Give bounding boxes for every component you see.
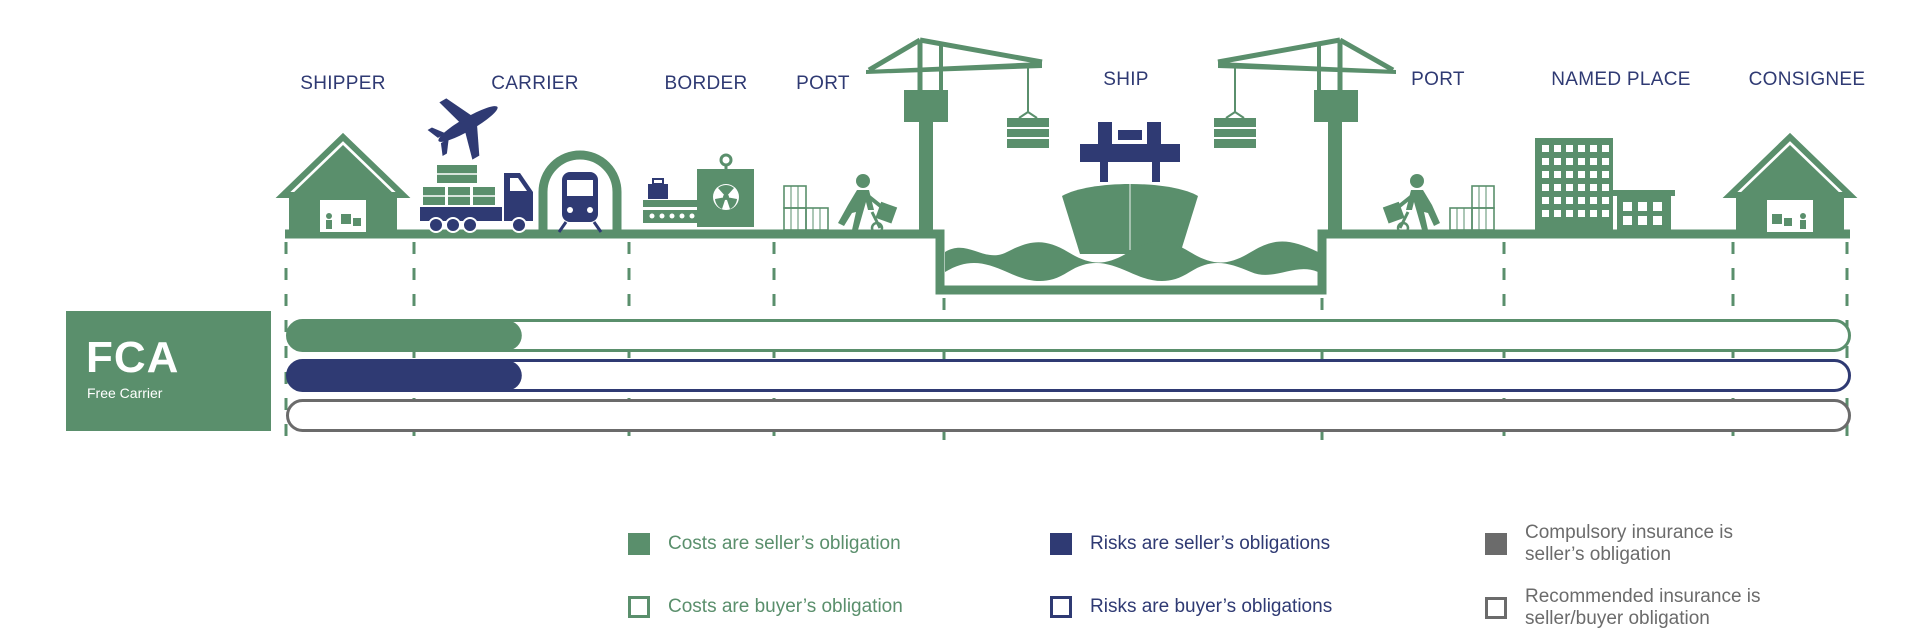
port-worker-icon: [783, 174, 898, 235]
risks-seller-fill: [287, 360, 522, 391]
crane-right-icon: [1214, 37, 1396, 230]
legend-risks-seller: Risks are seller’s obligations: [1050, 533, 1330, 555]
crane-left-icon: [866, 37, 1049, 230]
stage-dividers: [284, 242, 1849, 448]
incoterm-badge: FCA Free Carrier: [66, 311, 271, 431]
legend-swatch-filled-gray: [1485, 533, 1507, 555]
stage-label-shipper: SHIPPER: [300, 73, 386, 94]
incoterm-code: FCA: [86, 333, 180, 382]
legend-costs-seller: Costs are seller’s obligation: [628, 533, 901, 555]
office-buildings-icon: [1535, 138, 1675, 230]
stage-label-ship: SHIP: [1103, 69, 1149, 90]
legend-label: Recommended insurance is seller/buyer ob…: [1525, 586, 1761, 629]
legend-insurance-recommended: Recommended insurance is seller/buyer ob…: [1485, 586, 1785, 630]
stage-label-carrier: CARRIER: [491, 73, 579, 94]
incoterm-name: Free Carrier: [87, 385, 163, 401]
insurance-bar-track: [286, 399, 1851, 432]
legend-label: Costs are buyer’s obligation: [668, 596, 903, 617]
legend-label: Risks are seller’s obligations: [1090, 533, 1331, 554]
shipper-warehouse-icon: [275, 132, 411, 232]
legend-label: Compulsory insurance is seller’s obligat…: [1525, 522, 1734, 565]
legend-swatch-outline-gray: [1485, 597, 1507, 619]
legend-label: Risks are buyer’s obligations: [1090, 596, 1333, 617]
port-worker-destination-icon: [1382, 174, 1495, 235]
stage-label-port-destination: PORT: [1411, 69, 1465, 90]
consignee-warehouse-icon: [1722, 132, 1858, 232]
legend-swatch-outline-green: [628, 596, 650, 618]
obligation-bars: [286, 319, 1851, 432]
ground-line: [285, 229, 1850, 295]
stage-label-named-place: NAMED PLACE: [1551, 69, 1691, 90]
legend-swatch-outline-navy: [1050, 596, 1072, 618]
legend-risks-buyer: Risks are buyer’s obligations: [1050, 596, 1332, 618]
stage-label-port-origin: PORT: [796, 73, 850, 94]
stage-label-border: BORDER: [664, 73, 747, 94]
legend-swatch-filled-green: [628, 533, 650, 555]
truck-icon: [420, 165, 533, 233]
legend-costs-buyer: Costs are buyer’s obligation: [628, 596, 903, 618]
stage-label-consignee: CONSIGNEE: [1749, 69, 1866, 90]
stage-labels: SHIPPER CARRIER BORDER PORT SHIP PORT NA…: [300, 69, 1865, 94]
ship-icon: [1062, 122, 1198, 254]
legend-swatch-filled-navy: [1050, 533, 1072, 555]
costs-seller-fill: [287, 320, 522, 351]
legend-insurance-compulsory: Compulsory insurance is seller’s obligat…: [1485, 522, 1770, 566]
train-tunnel-icon: [538, 150, 622, 233]
water-waves-icon: [945, 241, 1318, 282]
airplane-icon: [427, 98, 498, 160]
border-scanner-icon: [643, 153, 754, 227]
legend-label: Costs are seller’s obligation: [668, 533, 901, 554]
